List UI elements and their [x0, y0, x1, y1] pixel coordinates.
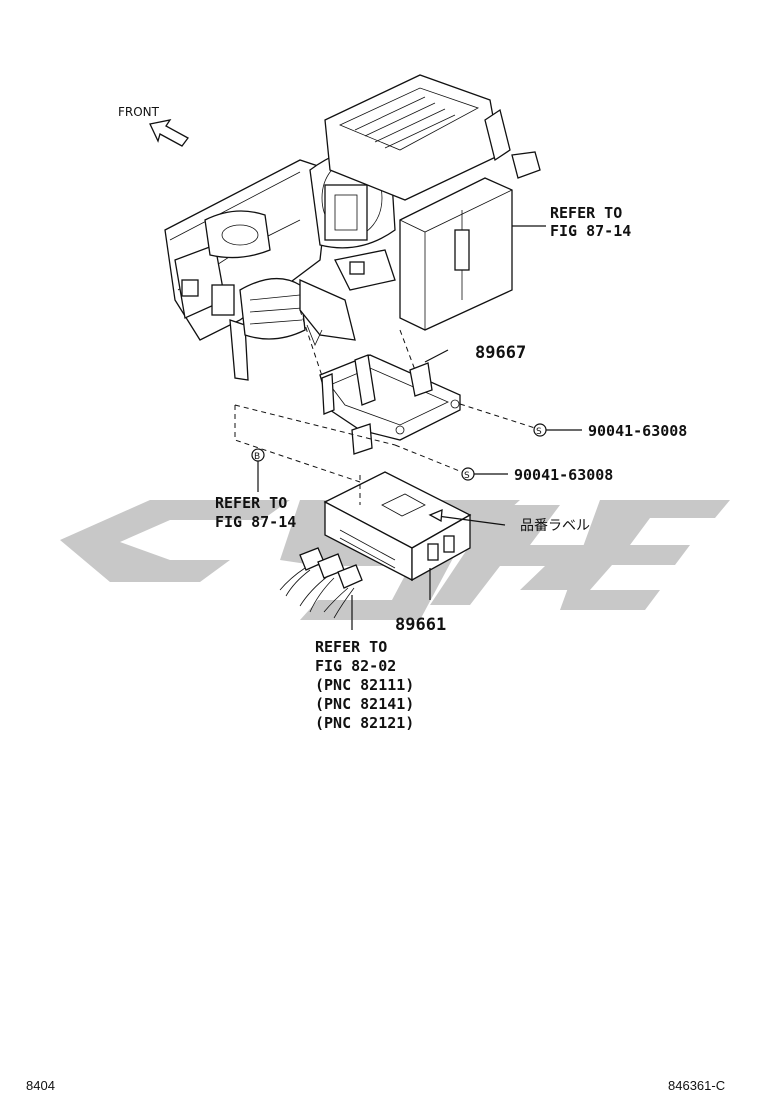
svg-text:REFER TO: REFER TO [215, 494, 287, 512]
svg-text:S: S [464, 471, 470, 481]
bracket-89667: 89667 [319, 343, 526, 455]
svg-text:FIG 82-02: FIG 82-02 [315, 657, 396, 675]
label-arrow-icon [428, 508, 443, 523]
footer-right-code: 846361-C [668, 1078, 725, 1093]
svg-text:(PNC 82121): (PNC 82121) [315, 714, 414, 732]
relation-line [299, 309, 326, 386]
svg-text:FIG 87-14: FIG 87-14 [550, 222, 631, 240]
part-label-area [381, 493, 426, 517]
front-indicator: FRONT [118, 105, 189, 147]
refer-bottom: REFER TO FIG 82-02 (PNC 82111) (PNC 8214… [315, 638, 414, 732]
ecu-89661: 品番ラベル 89661 [323, 471, 590, 635]
part-label-note: 品番ラベル [520, 518, 590, 534]
refer-upper-right: REFER TO FIG 87-14 [512, 204, 631, 240]
front-label: FRONT [118, 105, 160, 119]
svg-text:B: B [254, 452, 260, 462]
svg-text:S: S [536, 427, 542, 437]
wire-harness [279, 547, 363, 630]
part-number-screw-lower: 90041-63008 [514, 466, 613, 484]
screw-upper: S 90041-63008 [459, 403, 687, 440]
connector-b: B REFER TO FIG 87-14 [215, 404, 396, 531]
relation-line [399, 329, 416, 371]
svg-text:REFER TO: REFER TO [550, 204, 622, 222]
part-number-89667: 89667 [475, 343, 526, 363]
part-number-89661: 89661 [395, 615, 446, 635]
svg-text:REFER TO: REFER TO [315, 638, 387, 656]
footer-left-code: 8404 [26, 1078, 55, 1093]
svg-text:(PNC 82111): (PNC 82111) [315, 676, 414, 694]
svg-text:FIG 87-14: FIG 87-14 [215, 513, 296, 531]
svg-text:(PNC 82141): (PNC 82141) [315, 695, 414, 713]
front-arrow-icon [149, 119, 189, 147]
part-number-screw-upper: 90041-63008 [588, 422, 687, 440]
screw-lower: S 90041-63008 [394, 444, 613, 484]
hvac-unit [164, 74, 541, 381]
